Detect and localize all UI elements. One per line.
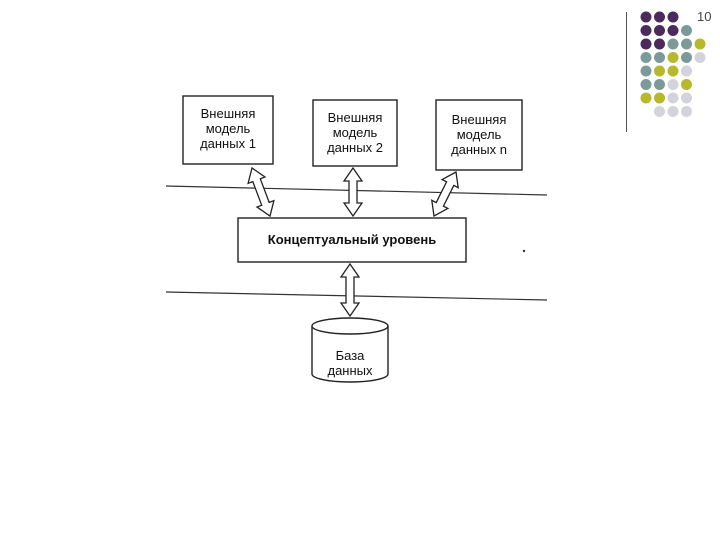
conceptual-level-box xyxy=(237,217,467,263)
external-model-2-line2: модель xyxy=(332,125,378,140)
database-line2: данных xyxy=(327,363,373,378)
external-model-1-line2: модель xyxy=(205,121,251,136)
decorative-dot xyxy=(640,52,652,63)
decorative-dot xyxy=(694,52,706,63)
decorative-dot xyxy=(667,52,679,63)
lower-separator-line xyxy=(165,291,548,301)
decorative-dot xyxy=(667,106,679,117)
decorative-dot xyxy=(667,79,679,90)
decorative-dot xyxy=(681,106,692,117)
database-line1: База xyxy=(335,348,365,363)
decorative-dot xyxy=(654,65,665,77)
decorative-dot xyxy=(681,25,692,36)
decorative-dot xyxy=(654,38,665,50)
arrow-modeln-to-conceptual xyxy=(430,170,460,218)
external-model-n-line3: данных n xyxy=(451,142,507,157)
page-number: 10 xyxy=(697,9,712,24)
decorative-dot xyxy=(640,92,652,104)
external-model-1-label: Внешняя модель данных 1 xyxy=(183,106,273,151)
decorative-dot xyxy=(640,65,652,77)
database-label: База данных xyxy=(312,348,388,378)
decorative-divider-line xyxy=(626,12,627,132)
arrow-conceptual-to-database xyxy=(339,262,361,318)
stray-dot xyxy=(522,249,526,253)
decorative-dot xyxy=(640,38,652,50)
decorative-dot xyxy=(667,25,679,36)
external-model-2-line3: данных 2 xyxy=(327,140,383,155)
decorative-dot xyxy=(667,11,679,23)
arrow-model2-to-conceptual xyxy=(342,166,364,218)
decorative-dot xyxy=(667,38,679,50)
decorative-dot xyxy=(640,79,652,90)
decorative-dot xyxy=(654,52,665,63)
decorative-dot xyxy=(654,11,665,23)
decorative-dot xyxy=(654,79,665,90)
decorative-dot xyxy=(681,52,692,63)
external-model-box-2 xyxy=(312,99,398,167)
external-model-n-line1: Внешняя xyxy=(451,112,507,127)
decorative-dot xyxy=(667,92,679,104)
decorative-dot xyxy=(667,65,679,77)
external-model-box-n xyxy=(435,99,523,171)
decorative-dot xyxy=(654,25,665,36)
decorative-dot xyxy=(681,65,692,77)
decorative-dot xyxy=(681,92,692,104)
decorative-dot xyxy=(654,92,665,104)
decorative-dot xyxy=(654,106,665,117)
external-model-n-label: Внешняя модель данных n xyxy=(436,112,522,157)
decorative-dot xyxy=(640,11,652,23)
arrow-model1-to-conceptual xyxy=(247,166,275,218)
external-model-1-line3: данных 1 xyxy=(200,136,256,151)
conceptual-level-label: Концептуальный уровень xyxy=(238,232,466,247)
decorative-dot xyxy=(640,25,652,36)
external-model-1-line1: Внешняя xyxy=(200,106,256,121)
external-model-2-label: Внешняя модель данных 2 xyxy=(313,110,397,155)
database-cylinder xyxy=(311,317,389,383)
external-model-box-1 xyxy=(182,95,274,165)
decorative-dot xyxy=(681,79,692,90)
decorative-dot xyxy=(681,38,692,50)
external-model-n-line2: модель xyxy=(456,127,502,142)
external-model-2-line1: Внешняя xyxy=(327,110,383,125)
conceptual-level-text: Концептуальный уровень xyxy=(267,232,437,247)
decorative-dot xyxy=(694,38,706,50)
